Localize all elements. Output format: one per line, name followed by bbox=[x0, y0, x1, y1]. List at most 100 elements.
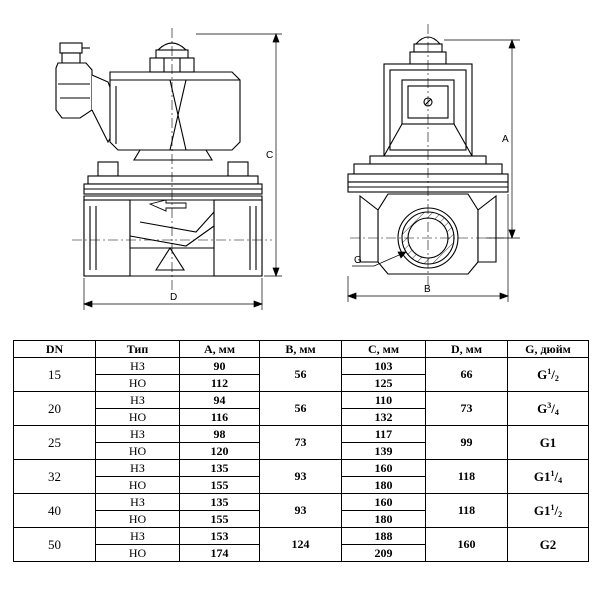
cell-a: 174 bbox=[179, 544, 260, 562]
g-denominator: 2 bbox=[554, 374, 559, 383]
valve-drawing: C D bbox=[55, 24, 520, 310]
cell-a: 116 bbox=[179, 408, 260, 426]
dimension-label-c: C bbox=[266, 150, 273, 161]
cell-c: 110 bbox=[341, 391, 426, 409]
header-a: A, мм bbox=[179, 340, 260, 358]
cell-c: 180 bbox=[341, 510, 426, 528]
cell-dn: 40 bbox=[13, 493, 96, 528]
cell-a: 135 bbox=[179, 459, 260, 477]
g-numerator: 1 bbox=[547, 367, 552, 376]
g-numerator: 1 bbox=[550, 469, 555, 478]
g-denominator: 4 bbox=[554, 408, 559, 417]
cell-a: 135 bbox=[179, 493, 260, 511]
header-dn: DN bbox=[13, 340, 96, 358]
cell-type: НО bbox=[95, 544, 180, 562]
g-denominator: 4 bbox=[558, 476, 563, 485]
cell-d: 73 bbox=[425, 391, 508, 426]
cell-dn: 25 bbox=[13, 425, 96, 460]
cell-g: G1/2 bbox=[507, 357, 589, 392]
g-base: G2 bbox=[539, 537, 557, 552]
cell-type: НО bbox=[95, 374, 180, 392]
cell-dn: 32 bbox=[13, 459, 96, 494]
cell-c: 160 bbox=[341, 493, 426, 511]
cell-dn: 50 bbox=[13, 527, 96, 562]
dimension-d bbox=[83, 278, 263, 310]
cell-type: НО bbox=[95, 510, 180, 528]
cell-a: 153 bbox=[179, 527, 260, 545]
cell-g: G11/2 bbox=[507, 493, 589, 528]
g-base: G bbox=[537, 401, 548, 416]
cell-type: НЗ bbox=[95, 425, 180, 443]
cell-b: 93 bbox=[259, 493, 342, 528]
cell-a: 155 bbox=[179, 476, 260, 494]
cell-dn: 15 bbox=[13, 357, 96, 392]
cell-c: 103 bbox=[341, 357, 426, 375]
cell-type: НО bbox=[95, 408, 180, 426]
cell-c: 188 bbox=[341, 527, 426, 545]
header-d: D, мм bbox=[425, 340, 508, 358]
cell-c: 180 bbox=[341, 476, 426, 494]
cell-g: G1 bbox=[507, 425, 589, 460]
front-view bbox=[55, 28, 272, 290]
cell-d: 160 bbox=[425, 527, 508, 562]
cell-type: НЗ bbox=[95, 493, 180, 511]
side-body bbox=[359, 193, 497, 275]
header-c: C, мм bbox=[341, 340, 426, 358]
cell-type: НО bbox=[95, 476, 180, 494]
cell-b: 56 bbox=[259, 357, 342, 392]
cell-c: 160 bbox=[341, 459, 426, 477]
cell-g: G3/4 bbox=[507, 391, 589, 426]
side-view bbox=[347, 24, 509, 290]
cell-b: 73 bbox=[259, 425, 342, 460]
cell-a: 94 bbox=[179, 391, 260, 409]
dimension-label-a: A bbox=[502, 134, 509, 145]
cell-type: НЗ bbox=[95, 459, 180, 477]
cell-c: 125 bbox=[341, 374, 426, 392]
cell-a: 98 bbox=[179, 425, 260, 443]
dimension-label-b: B bbox=[424, 284, 431, 295]
coil-body bbox=[109, 71, 241, 151]
cell-b: 93 bbox=[259, 459, 342, 494]
dimension-a bbox=[444, 39, 520, 239]
cell-d: 118 bbox=[425, 493, 508, 528]
header-g: G, дюйм bbox=[507, 340, 589, 358]
table-header-row: DN Тип A, мм B, мм C, мм D, мм G, дюйм bbox=[13, 340, 589, 358]
cell-d: 99 bbox=[425, 425, 508, 460]
dimension-table: DN Тип A, мм B, мм C, мм D, мм G, дюйм 1… bbox=[13, 340, 589, 562]
g-numerator: 3 bbox=[547, 401, 552, 410]
g-base: G1 bbox=[533, 469, 551, 484]
cell-c: 139 bbox=[341, 442, 426, 460]
cell-c: 209 bbox=[341, 544, 426, 562]
cell-a: 112 bbox=[179, 374, 260, 392]
cell-dn: 20 bbox=[13, 391, 96, 426]
cell-a: 90 bbox=[179, 357, 260, 375]
cell-d: 118 bbox=[425, 459, 508, 494]
dimension-label-d: D bbox=[170, 292, 177, 303]
cell-type: НО bbox=[95, 442, 180, 460]
g-leader bbox=[352, 251, 407, 267]
dimension-label-g: G bbox=[354, 255, 362, 266]
g-base: G1 bbox=[533, 503, 551, 518]
cell-b: 56 bbox=[259, 391, 342, 426]
cell-type: НЗ bbox=[95, 357, 180, 375]
cell-d: 66 bbox=[425, 357, 508, 392]
g-numerator: 1 bbox=[550, 503, 555, 512]
cell-a: 120 bbox=[179, 442, 260, 460]
g-base: G1 bbox=[539, 435, 557, 450]
dimension-b bbox=[347, 194, 509, 302]
cell-b: 124 bbox=[259, 527, 342, 562]
valve-body bbox=[83, 195, 263, 277]
dimension-c bbox=[196, 33, 282, 277]
g-denominator: 2 bbox=[558, 510, 563, 519]
header-type: Тип bbox=[95, 340, 180, 358]
